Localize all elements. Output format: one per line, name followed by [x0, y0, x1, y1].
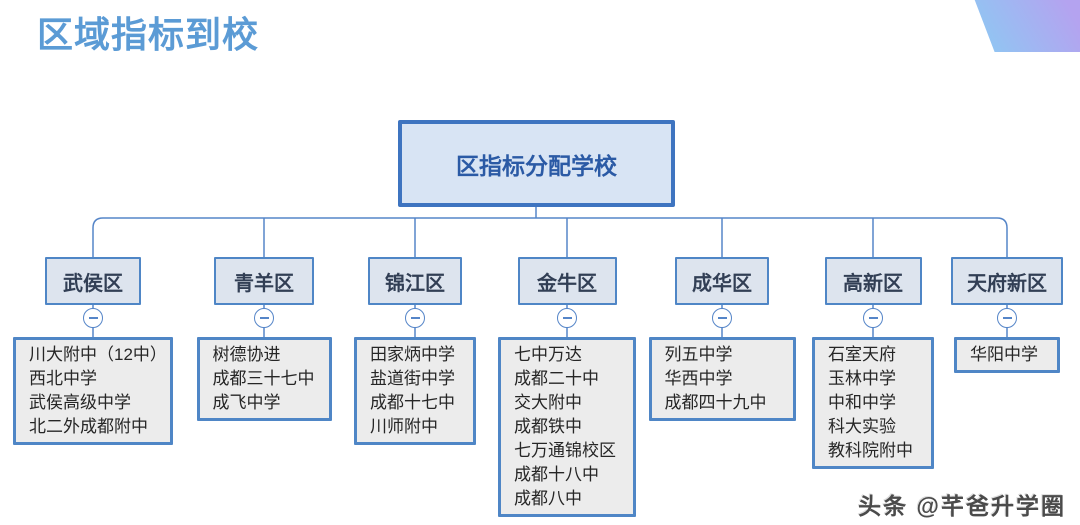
school-item: 华西中学 — [664, 369, 733, 388]
school-item: 川师附中 — [370, 417, 438, 436]
school-item: 交大附中 — [514, 393, 582, 412]
minus-glyph — [88, 317, 98, 319]
district-node: 成华区 — [675, 257, 769, 305]
school-item: 教科院附中 — [828, 441, 913, 460]
school-item: 成都四十九中 — [664, 393, 767, 412]
district-node: 金牛区 — [517, 257, 617, 305]
school-item: 成飞中学 — [212, 393, 281, 412]
school-item: 成都十七中 — [370, 393, 455, 412]
collapse-minus-icon[interactable] — [997, 308, 1017, 328]
school-item: 川大附中（12中） — [29, 345, 167, 364]
minus-glyph — [562, 317, 572, 319]
school-list: 石室天府玉林中学中和中学科大实验教科院附中 — [812, 337, 934, 469]
school-list: 七中万达成都二十中交大附中成都铁中七万通锦校区成都十八中成都八中 — [498, 337, 636, 517]
collapse-minus-icon[interactable] — [405, 308, 425, 328]
school-item: 华阳中学 — [970, 345, 1038, 364]
collapse-minus-icon[interactable] — [712, 308, 732, 328]
minus-glyph — [410, 317, 420, 319]
school-item: 列五中学 — [664, 345, 733, 364]
school-item: 北二外成都附中 — [29, 417, 148, 436]
school-item: 七万通锦校区 — [514, 441, 616, 460]
minus-glyph — [1002, 317, 1012, 319]
collapse-minus-icon[interactable] — [83, 308, 103, 328]
district-node: 锦江区 — [368, 257, 462, 305]
connector-line — [92, 217, 1008, 257]
corner-ribbon-decoration — [974, 0, 1080, 52]
school-item: 成都二十中 — [514, 369, 599, 388]
school-item: 石室天府 — [828, 345, 896, 364]
school-list: 华阳中学 — [954, 337, 1060, 373]
school-list: 树德协进成都三十七中成飞中学 — [196, 337, 332, 421]
watermark: 头条 @芊爸升学圈 — [858, 493, 1066, 519]
collapse-minus-icon[interactable] — [254, 308, 274, 328]
district-node: 青羊区 — [214, 257, 314, 305]
school-item: 中和中学 — [828, 393, 896, 412]
school-item: 七中万达 — [514, 345, 582, 364]
school-item: 树德协进 — [212, 345, 281, 364]
minus-glyph — [717, 317, 727, 319]
school-list: 田家炳中学盐道街中学成都十七中川师附中 — [354, 337, 476, 445]
district-node: 高新区 — [824, 257, 922, 305]
minus-glyph — [259, 317, 269, 319]
school-item: 成都十八中 — [514, 465, 599, 484]
root-node: 区指标分配学校 — [398, 120, 675, 207]
collapse-minus-icon[interactable] — [557, 308, 577, 328]
school-list: 川大附中（12中） 西北中学武侯高级中学北二外成都附中 — [13, 337, 173, 445]
school-item: 成都铁中 — [514, 417, 582, 436]
school-item: 田家炳中学 — [370, 345, 455, 364]
school-list: 列五中学华西中学成都四十九中 — [648, 337, 796, 421]
school-item: 成都八中 — [514, 489, 582, 508]
school-item: 成都三十七中 — [212, 369, 315, 388]
school-item: 科大实验 — [828, 417, 896, 436]
minus-glyph — [868, 317, 878, 319]
school-item: 盐道街中学 — [370, 369, 455, 388]
district-node: 天府新区 — [951, 257, 1063, 305]
district-node: 武侯区 — [45, 257, 141, 305]
school-item: 西北中学 — [29, 369, 97, 388]
school-item: 武侯高级中学 — [29, 393, 131, 412]
collapse-minus-icon[interactable] — [863, 308, 883, 328]
page-title: 区域指标到校 — [37, 14, 260, 55]
school-item: 玉林中学 — [828, 369, 896, 388]
